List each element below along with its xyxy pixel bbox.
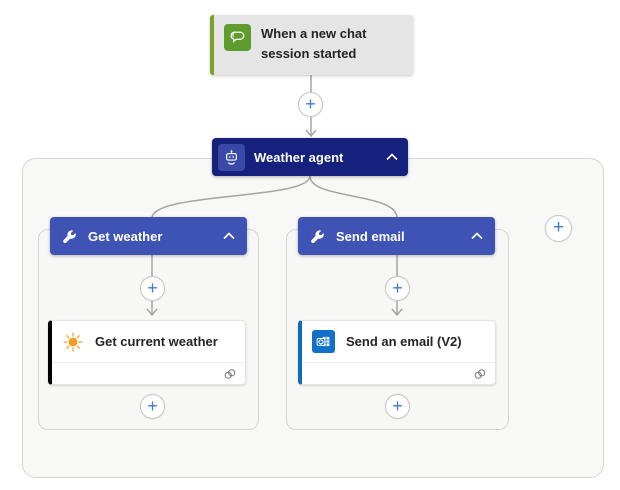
wrench-icon (62, 229, 77, 244)
agent-card[interactable]: Weather agent (212, 138, 408, 176)
robot-icon (218, 143, 245, 171)
branch-title: Get weather (88, 228, 163, 244)
sun-icon (62, 331, 84, 353)
new-action-plus-button-send-email[interactable]: + (385, 394, 410, 419)
add-tool-plus-button[interactable]: + (545, 215, 572, 242)
connection-icon (473, 368, 487, 380)
insert-step-plus-button[interactable]: + (298, 92, 323, 117)
chat-icon (224, 24, 251, 51)
trigger-title: When a new chat session started (261, 26, 367, 62)
action-title: Send an email (V2) (346, 334, 462, 349)
new-action-plus-button-get-weather[interactable]: + (140, 394, 165, 419)
branch-header-send-email[interactable]: Send email (298, 217, 495, 255)
add-action-plus-button-send-email[interactable]: + (385, 276, 410, 301)
action-card-send-an-email-v2[interactable]: Send an email (V2) (298, 320, 496, 385)
collapse-agent-chevron-up-icon[interactable] (386, 153, 398, 161)
outlook-icon (312, 330, 335, 353)
collapse-branch-chevron-up-icon[interactable] (471, 232, 483, 240)
agent-title: Weather agent (254, 149, 344, 165)
add-action-plus-button-get-weather[interactable]: + (140, 276, 165, 301)
trigger-card[interactable]: When a new chat session started (210, 15, 413, 75)
action-title: Get current weather (95, 334, 218, 349)
connection-icon (223, 368, 237, 380)
branch-title: Send email (336, 228, 405, 244)
action-card-get-current-weather[interactable]: Get current weather (48, 320, 246, 385)
branch-header-get-weather[interactable]: Get weather (50, 217, 247, 255)
collapse-branch-chevron-up-icon[interactable] (223, 232, 235, 240)
wrench-icon (310, 229, 325, 244)
